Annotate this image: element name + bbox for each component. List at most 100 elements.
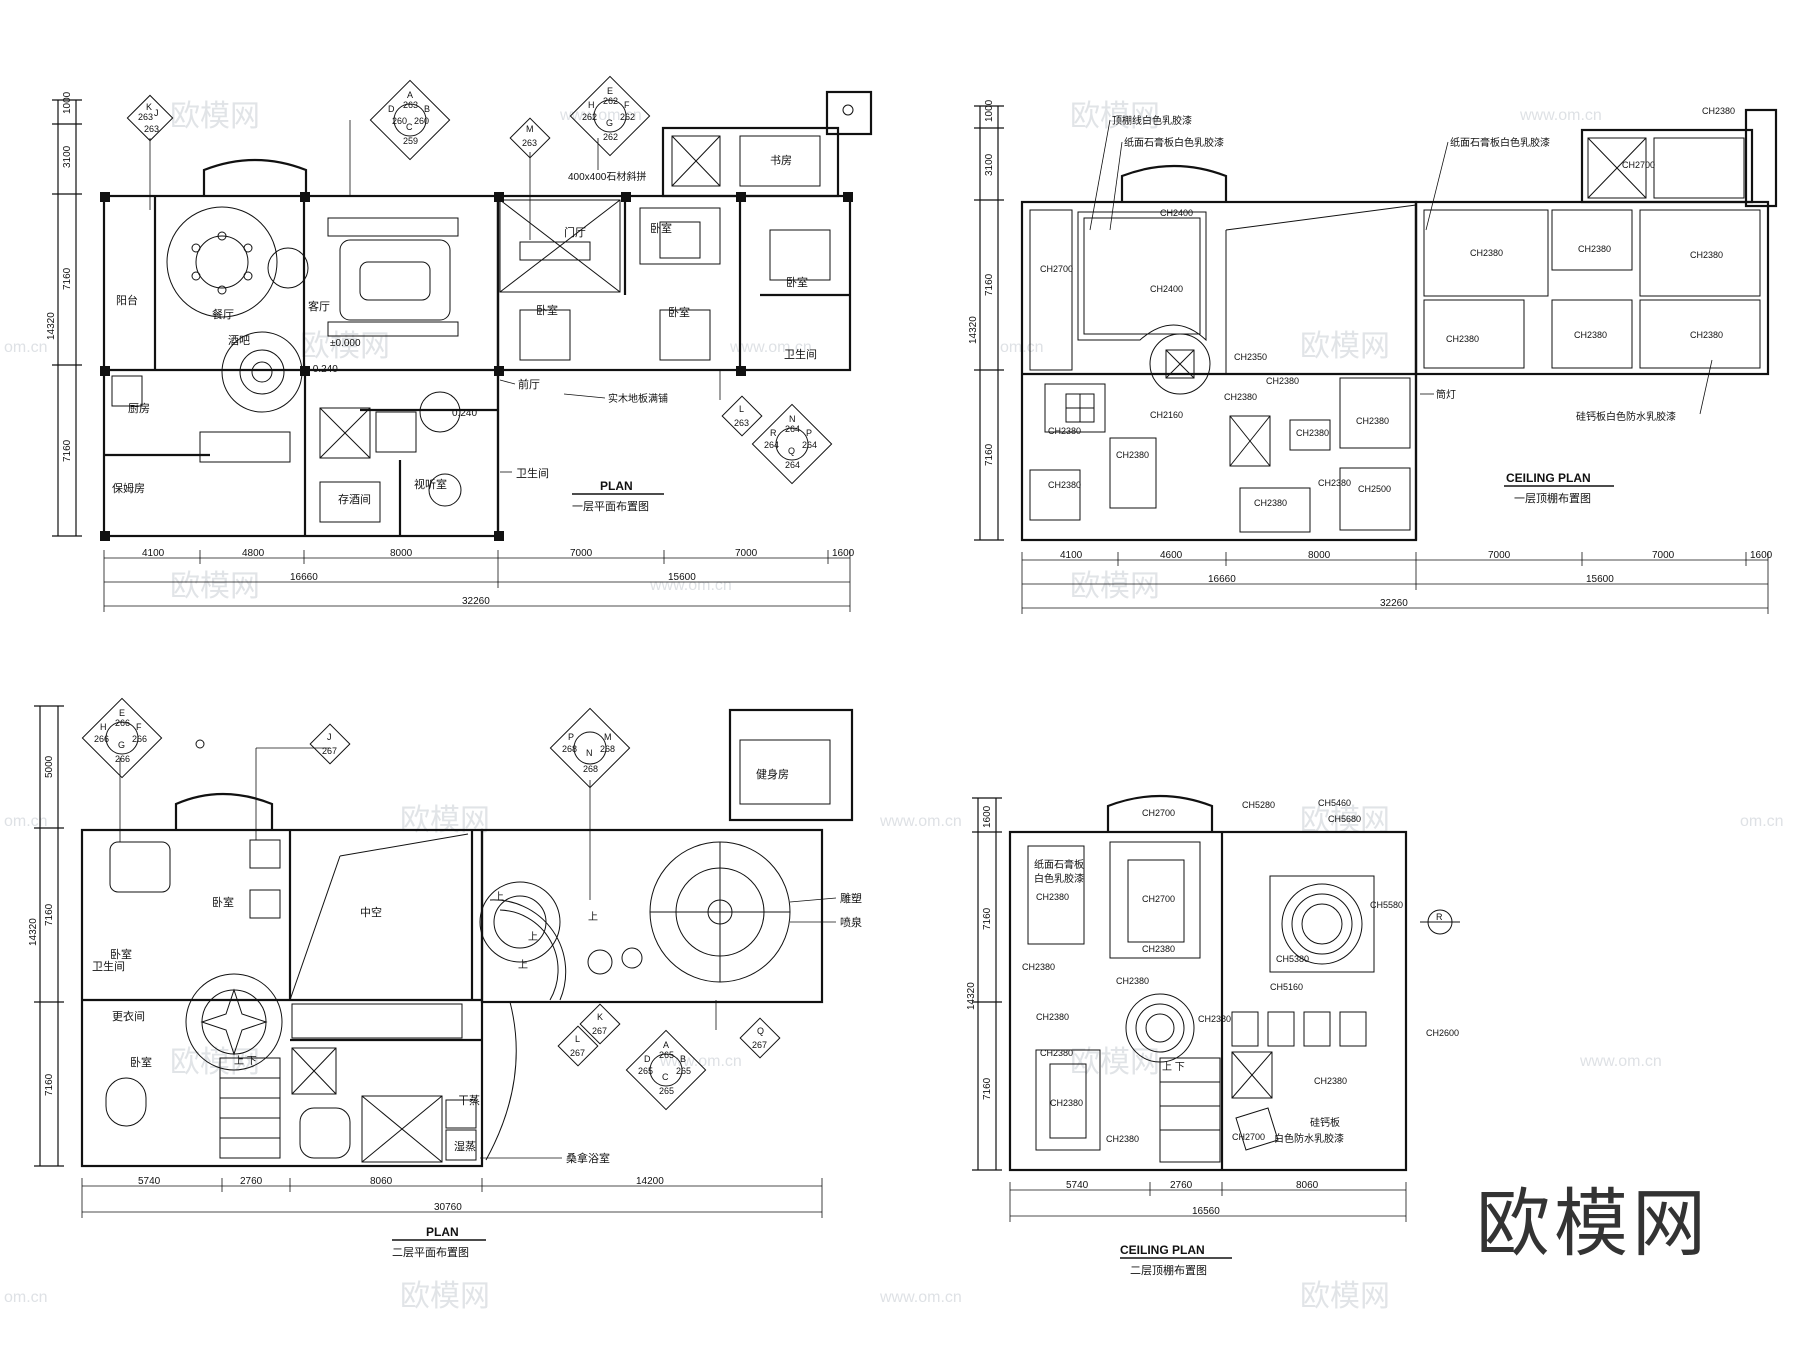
- watermark-text: 欧模网: [170, 100, 260, 133]
- marker-letter: A: [407, 90, 413, 100]
- ceiling-height: CH2380: [1022, 962, 1055, 972]
- ceiling-note: 硅钙板: [1310, 1116, 1340, 1129]
- ceiling-note: 筒灯: [1436, 388, 1456, 401]
- ceiling-height: CH5580: [1370, 900, 1403, 910]
- dim-label: 7160: [982, 1077, 993, 1100]
- room-label: 卫生间: [92, 959, 125, 973]
- room-label: 餐厅: [212, 307, 234, 321]
- dim-label: 16660: [290, 572, 318, 583]
- ceiling-height: CH2380: [1116, 450, 1149, 460]
- marker-letter: E: [607, 86, 613, 96]
- walls: [1020, 108, 1778, 542]
- marker-num: 259: [403, 136, 418, 146]
- ceiling-height: CH2700: [1142, 894, 1175, 904]
- watermark-url: www.om.cn: [879, 1289, 962, 1306]
- walls: [102, 90, 873, 538]
- dim-total: 16560: [1192, 1206, 1220, 1217]
- ceiling-height: CH2380: [1266, 376, 1299, 386]
- marker-num: 265: [676, 1066, 691, 1076]
- dim-label: 7160: [984, 443, 995, 466]
- marker-letter: H: [100, 722, 107, 732]
- watermark-text: 欧模网: [170, 1046, 260, 1079]
- note-label: 实木地板满铺: [608, 392, 668, 405]
- dim-label: 4100: [142, 548, 165, 559]
- ceiling-note: 纸面石膏板白色乳胶漆: [1450, 136, 1550, 149]
- first-floor-plan: 1000 3100 7160 7160 14320: [46, 75, 873, 612]
- ceiling-notes: 纸面石膏板 白色乳胶漆 硅钙板 白色防水乳胶漆 上 下 R: [1034, 858, 1443, 1145]
- plan-cn-title: 二层平面布置图: [392, 1246, 469, 1259]
- ceiling-height: CH2380: [1198, 1014, 1231, 1024]
- marker-num: 266: [115, 754, 130, 764]
- marker-letter: C: [406, 122, 413, 132]
- ceiling-note: 纸面石膏板白色乳胶漆: [1124, 136, 1224, 149]
- room-label: 中空: [360, 905, 382, 919]
- dim-label: 4800: [242, 548, 265, 559]
- marker-num: 265: [659, 1050, 674, 1060]
- dim-total: 14320: [966, 982, 977, 1010]
- dim-label: 16660: [1208, 574, 1236, 585]
- marker-letter: P: [568, 732, 574, 742]
- room-label: 卧室: [536, 303, 558, 317]
- ceiling-height: CH2400: [1150, 284, 1183, 294]
- ceiling-height: CH2380: [1040, 1048, 1073, 1058]
- ceiling-height: CH2500: [1358, 484, 1391, 494]
- ceiling-note: 纸面石膏板: [1034, 858, 1084, 871]
- dim-label: 2760: [240, 1176, 263, 1187]
- left-dimensions: 5000 7160 7160 14320: [28, 705, 64, 1167]
- ceiling-height: CH2350: [1234, 352, 1267, 362]
- watermark-url: www.om.cn: [659, 1053, 742, 1070]
- dim-label: 8000: [390, 548, 413, 559]
- marker-letter: M: [604, 732, 612, 742]
- marker-num: 266: [132, 734, 147, 744]
- title-block: CEILING PLAN 一层顶棚布置图: [1504, 471, 1614, 505]
- stair-label: 上: [588, 911, 598, 923]
- dim-label: 14200: [636, 1176, 664, 1187]
- marker-letter: B: [424, 104, 430, 114]
- marker-num: 264: [785, 424, 800, 434]
- ceiling-height: CH2380: [1446, 334, 1479, 344]
- dim-label: 3100: [62, 145, 73, 168]
- stair-label: 上: [494, 891, 504, 903]
- dim-label: 15600: [668, 572, 696, 583]
- ceiling-cn-title: 二层顶棚布置图: [1130, 1263, 1207, 1277]
- marker-letter: F: [136, 722, 142, 732]
- dim-label: 7160: [62, 267, 73, 290]
- room-label: 更衣间: [112, 1009, 145, 1023]
- elevation-marker: E H F G 262 262 262 262: [569, 75, 651, 157]
- title-block: CEILING PLAN 二层顶棚布置图: [1120, 1243, 1232, 1277]
- room-label: 卧室: [786, 275, 808, 289]
- stair-label: 上: [518, 959, 528, 971]
- room-label: 书房: [770, 154, 792, 167]
- plan-cn-title: 一层平面布置图: [572, 500, 649, 513]
- watermark-url: om.cn: [4, 339, 48, 356]
- marker-num: 266: [115, 718, 130, 728]
- plan-en-title: PLAN: [426, 1225, 459, 1239]
- marker-num: 265: [638, 1066, 653, 1076]
- ceiling-note: 白色防水乳胶漆: [1274, 1132, 1344, 1145]
- dim-label: 5000: [44, 755, 55, 778]
- room-label: 卧室: [110, 947, 132, 961]
- dim-label: 7000: [1488, 550, 1511, 561]
- second-floor-ceiling-plan: 1600 7160 7160 14320: [966, 794, 1460, 1277]
- watermark-url: www.om.cn: [879, 813, 962, 830]
- walls: [80, 708, 854, 1168]
- marker-letter: N: [789, 414, 796, 424]
- dim-label: 1600: [982, 805, 993, 828]
- ceiling-height: CH5680: [1328, 814, 1361, 824]
- dim-total: 14320: [46, 312, 57, 340]
- marker-num: 263: [403, 100, 418, 110]
- room-label: 卧室: [212, 895, 234, 909]
- dim-label: 4600: [1160, 550, 1183, 561]
- elevation-marker: N R P Q 264 264 264 264: [751, 403, 833, 485]
- watermark-text: 欧模网: [1300, 1280, 1390, 1313]
- dim-label: 7160: [982, 907, 993, 930]
- ceiling-height: CH2380: [1050, 1098, 1083, 1108]
- watermark-text: 欧模网: [170, 570, 260, 603]
- marker-letter: D: [644, 1054, 651, 1064]
- watermark-url: om.cn: [4, 1289, 48, 1306]
- marker-letter: A: [663, 1040, 669, 1050]
- ceiling-height: CH2400: [1160, 208, 1193, 218]
- section-markers: E H F G 266 266 266 266 J 267 P M N 268: [81, 697, 781, 1111]
- section-markers: K 263 J 263 A D B C 263 260 260 259 M 26…: [126, 75, 833, 485]
